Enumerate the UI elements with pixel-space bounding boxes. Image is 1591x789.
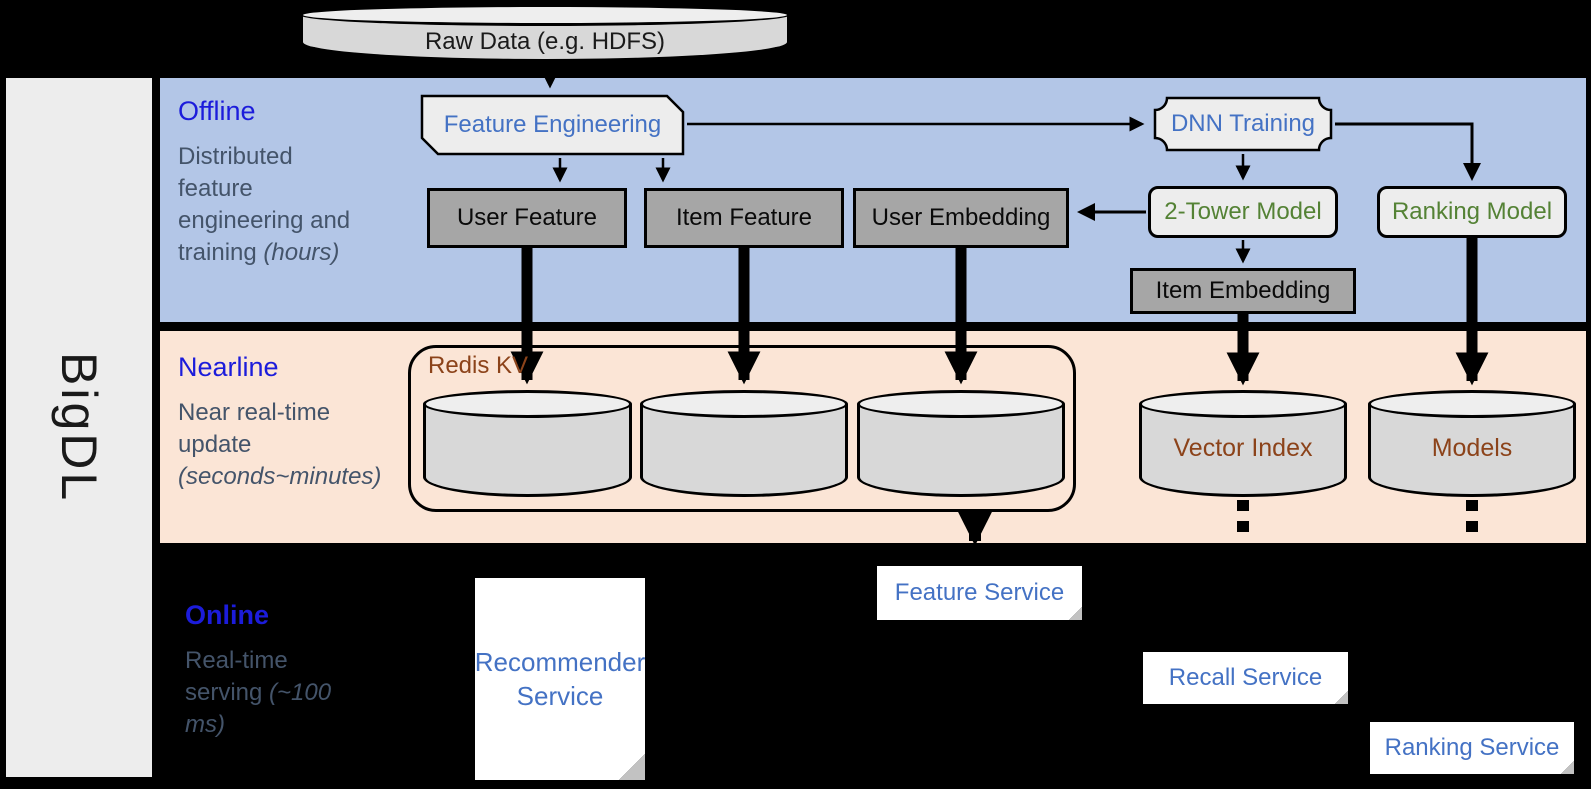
ranking-model-node: Ranking Model [1377, 186, 1567, 238]
user-feature-node: User Feature [427, 188, 627, 248]
user-feature-label: User Feature [456, 204, 598, 231]
user-embedding-node: User Embedding [853, 188, 1069, 248]
feature-engineering-label: Feature Engineering [443, 111, 662, 138]
cylinder-body [1139, 404, 1347, 497]
raw-data-label: Raw Data (e.g. HDFS) [424, 28, 666, 55]
vector-index-label: Vector Index [1173, 434, 1313, 462]
online-section-label: Online [185, 600, 270, 630]
raw-data-store: Raw Data (e.g. HDFS) [300, 4, 790, 62]
nearline-desc-text: Near real-time update [178, 399, 331, 458]
kv-store-cylinder-2 [640, 390, 848, 497]
cylinder-body [1368, 404, 1576, 497]
kv-store-cylinder-3 [857, 390, 1065, 497]
cylinder-top [1139, 390, 1347, 418]
cylinder-top [300, 4, 790, 26]
cylinder-body [423, 404, 632, 497]
online-section-description: Real-time serving (~100 ms) [185, 645, 345, 741]
feature-service-label: Feature Service [894, 579, 1065, 606]
offline-desc-text: Distributed feature engineering and trai… [178, 143, 351, 266]
two-tower-model-node: 2-Tower Model [1148, 186, 1338, 238]
vector-index-store: Vector Index [1139, 390, 1347, 497]
bigdl-brand-bar: BigDL [6, 78, 152, 777]
online-desc-em: (~100 ms) [185, 679, 332, 738]
dnn-training-shape [1153, 96, 1333, 152]
recommender-service-label: Recommender Service [474, 647, 646, 711]
ranking-service-label: Ranking Service [1384, 734, 1560, 761]
cylinder-top [1368, 390, 1576, 418]
ranking-service-node: Ranking Service [1370, 722, 1574, 774]
cylinder-top [857, 390, 1065, 418]
nearline-desc-em: (seconds~minutes) [178, 463, 382, 490]
nearline-section-description: Near real-time update (seconds~minutes) [178, 397, 382, 493]
recommender-service-node: Recommender Service [475, 578, 645, 780]
offline-desc-em: (hours) [263, 239, 340, 266]
offline-section-label: Offline [178, 96, 256, 126]
item-feature-label: Item Feature [675, 204, 813, 231]
feature-service-node: Feature Service [877, 566, 1082, 620]
dnn-training-node: DNN Training [1153, 96, 1333, 152]
user-embedding-label: User Embedding [871, 204, 1051, 231]
feature-engineering-node: Feature Engineering [420, 94, 685, 156]
offline-section-description: Distributed feature engineering and trai… [178, 141, 374, 269]
two-tower-model-label: 2-Tower Model [1164, 198, 1322, 225]
models-store: Models [1368, 390, 1576, 497]
kv-store-cylinder-1 [423, 390, 632, 497]
redis-kv-label: Redis KV [428, 352, 529, 379]
item-embedding-label: Item Embedding [1155, 277, 1331, 304]
ranking-model-label: Ranking Model [1391, 198, 1553, 225]
cylinder-top [423, 390, 632, 418]
dnn-training-label: DNN Training [1170, 110, 1316, 137]
cylinder-body [857, 404, 1065, 497]
online-desc-text: Real-time serving [185, 647, 288, 706]
models-label: Models [1431, 434, 1513, 462]
feature-engineering-shape [420, 94, 685, 156]
bigdl-logo-text: BigDL [51, 351, 107, 504]
cylinder-body [640, 404, 848, 497]
item-embedding-node: Item Embedding [1130, 268, 1356, 314]
recall-service-node: Recall Service [1143, 652, 1348, 704]
cylinder-top [640, 390, 848, 418]
recall-service-label: Recall Service [1168, 664, 1323, 691]
item-feature-node: Item Feature [644, 188, 844, 248]
nearline-section-label: Nearline [178, 352, 279, 382]
